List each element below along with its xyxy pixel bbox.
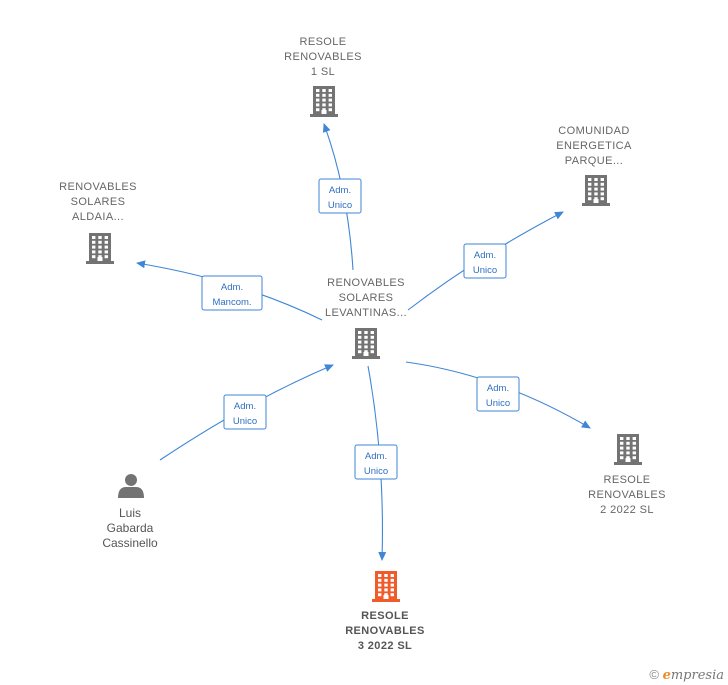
edge-label-comunidad-line1: Adm.: [474, 250, 496, 261]
node-center[interactable]: RENOVABLES SOLARES LEVANTINAS...: [325, 277, 407, 359]
watermark: © empresia: [649, 667, 724, 683]
node-comunidad-line1: COMUNIDAD: [558, 125, 629, 137]
node-resole2-line3: 2 2022 SL: [600, 504, 654, 516]
edge-label-resole3[interactable]: Adm. Unico: [354, 444, 398, 480]
person-icon: [118, 474, 144, 498]
node-comunidad-line3: PARQUE...: [565, 155, 623, 167]
node-resole2-line1: RESOLE: [603, 474, 650, 486]
node-comunidad-line2: ENERGETICA: [556, 140, 632, 152]
building-icon: [372, 571, 400, 602]
edge-label-top[interactable]: Adm. Unico: [318, 178, 362, 214]
copyright-icon: ©: [649, 667, 659, 682]
edge-label-resole2[interactable]: Adm. Unico: [476, 376, 520, 412]
node-center-line3: LEVANTINAS...: [325, 307, 407, 319]
node-aldaia-line3: ALDAIA...: [72, 211, 124, 223]
node-resole3-line2: RENOVABLES: [345, 625, 425, 637]
node-comunidad[interactable]: COMUNIDAD ENERGETICA PARQUE...: [556, 125, 632, 206]
node-aldaia-line2: SOLARES: [71, 196, 126, 208]
edge-label-resole2-line1: Adm.: [487, 383, 509, 394]
edge-label-comunidad[interactable]: Adm. Unico: [463, 243, 507, 279]
building-icon: [310, 86, 338, 117]
edge-label-person-line1: Adm.: [234, 401, 256, 412]
node-resole3-line3: 3 2022 SL: [358, 640, 412, 652]
node-aldaia[interactable]: RENOVABLES SOLARES ALDAIA...: [59, 181, 137, 264]
edge-label-top-line2: Unico: [328, 200, 352, 211]
node-center-line1: RENOVABLES: [327, 277, 405, 289]
node-resole2-line2: RENOVABLES: [588, 489, 666, 501]
brand-initial: e: [662, 668, 671, 683]
node-top[interactable]: RESOLE RENOVABLES 1 SL: [284, 36, 362, 117]
building-icon: [352, 328, 380, 359]
edge-label-top-line1: Adm.: [329, 185, 351, 196]
node-aldaia-line1: RENOVABLES: [59, 181, 137, 193]
node-top-line1: RESOLE: [299, 36, 346, 48]
node-center-line2: SOLARES: [339, 292, 394, 304]
edge-label-comunidad-line2: Unico: [473, 265, 497, 276]
edge-label-resole3-line1: Adm.: [365, 451, 387, 462]
node-person-line3: Cassinello: [102, 536, 158, 550]
edge-label-aldaia-line2: Mancom.: [212, 297, 251, 308]
edge-label-person-line2: Unico: [233, 416, 257, 427]
edge-label-aldaia-line1: Adm.: [221, 282, 243, 293]
node-person-line1: Luis: [119, 506, 141, 520]
node-resole3-line1: RESOLE: [361, 610, 409, 622]
building-icon: [86, 233, 114, 264]
edge-label-aldaia[interactable]: Adm. Mancom.: [201, 275, 263, 311]
node-top-line2: RENOVABLES: [284, 51, 362, 63]
building-icon: [614, 434, 642, 465]
node-resole2[interactable]: RESOLE RENOVABLES 2 2022 SL: [588, 434, 666, 516]
edge-label-resole3-line2: Unico: [364, 466, 388, 477]
brand-name: mpresia: [670, 668, 724, 683]
node-top-line3: 1 SL: [311, 66, 335, 78]
node-person[interactable]: Luis Gabarda Cassinello: [102, 474, 158, 550]
node-resole3[interactable]: RESOLE RENOVABLES 3 2022 SL: [345, 571, 425, 652]
node-person-line2: Gabarda: [107, 521, 154, 535]
edge-label-person[interactable]: Adm. Unico: [223, 394, 267, 430]
building-icon: [582, 175, 610, 206]
edge-label-resole2-line2: Unico: [486, 398, 510, 409]
